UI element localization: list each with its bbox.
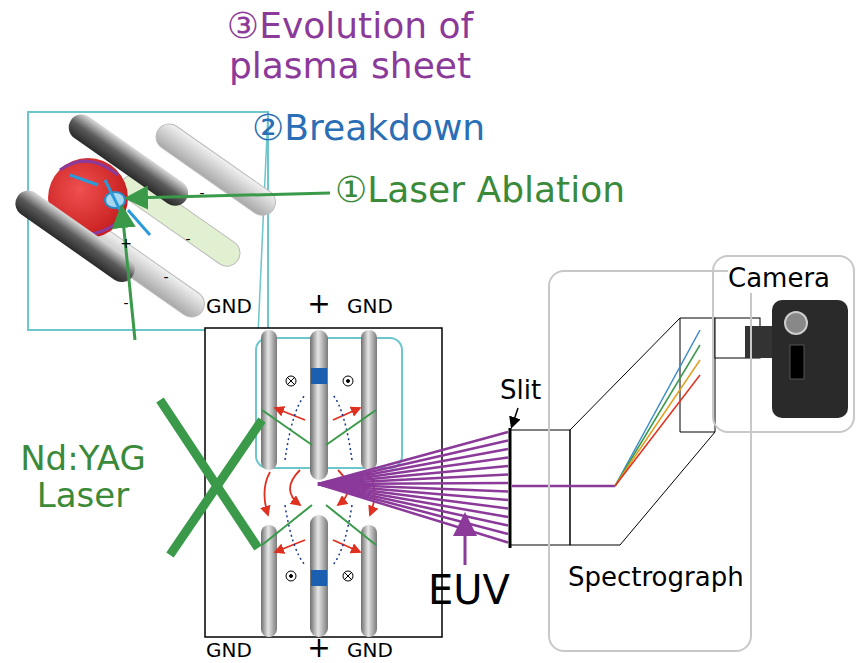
polarity-sign: - <box>182 232 194 247</box>
polarity-sign: - <box>120 296 132 311</box>
step-label: ③Evolution of plasma sheet <box>180 6 520 85</box>
box-title: Camera <box>728 263 830 293</box>
euv-ray <box>318 483 508 484</box>
camera-box: Camera <box>712 255 855 433</box>
box-title: Spectrograph <box>568 562 744 592</box>
terminal-label: + <box>306 289 332 320</box>
euv-ray <box>318 432 508 484</box>
polarity-sign: - <box>160 270 172 285</box>
euv-ray <box>318 449 508 484</box>
euv-ray <box>318 458 508 485</box>
terminal-label: GND <box>204 639 254 661</box>
part-label: Slit <box>500 376 560 405</box>
terminal-label: + <box>306 633 332 663</box>
euv-ray <box>318 466 508 484</box>
euv-ray <box>318 475 508 485</box>
step-label: ②Breakdown <box>252 108 512 148</box>
euv-ray <box>318 441 508 485</box>
polarity-sign: - <box>196 186 208 201</box>
euv-ray <box>318 484 508 543</box>
terminal-label: GND <box>345 295 395 317</box>
terminal-label: GND <box>204 295 254 317</box>
polarity-sign: + <box>120 236 132 251</box>
laser-label: Nd:YAG Laser <box>8 440 158 515</box>
terminal-label: GND <box>345 639 395 661</box>
radiation-label: EUV <box>428 568 528 612</box>
spectrograph-box: Spectrograph <box>548 270 752 652</box>
step-label: ①Laser Ablation <box>325 170 635 210</box>
